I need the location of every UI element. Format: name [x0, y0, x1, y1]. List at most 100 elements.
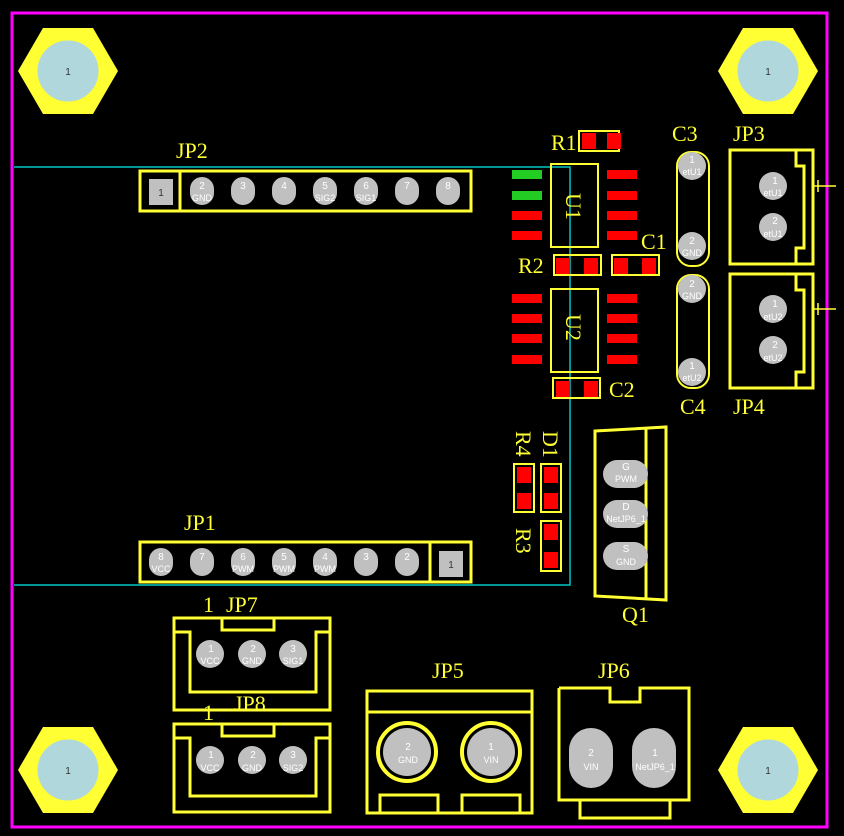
connector-jp7[interactable]: 1 JP7 1 VCC 2 GND 3 SIG1 [172, 592, 332, 712]
svg-text:SIG2: SIG2 [283, 763, 304, 773]
svg-text:GND: GND [242, 763, 263, 773]
svg-text:2: 2 [588, 748, 594, 759]
svg-text:D1: D1 [538, 431, 563, 458]
mounting-hole-top-right[interactable]: 1 [718, 28, 818, 114]
pin-pad[interactable] [190, 177, 214, 205]
pin-pad[interactable] [231, 177, 255, 205]
svg-text:1: 1 [208, 750, 214, 761]
connector-jp5[interactable]: JP5 2 GND 1 VIN [365, 658, 534, 815]
pin-net: PWM [273, 564, 295, 574]
svg-text:1: 1 [208, 644, 214, 655]
svg-text:C2: C2 [609, 377, 635, 402]
pin-net: GND [192, 193, 213, 203]
pin-pad[interactable] [436, 177, 460, 205]
pin-number: 8 [158, 552, 164, 563]
pin-number: 7 [404, 181, 410, 192]
resistor-r4[interactable]: R4 [511, 431, 536, 513]
pin-pad[interactable] [395, 177, 419, 205]
svg-text:JP5: JP5 [432, 658, 464, 683]
svg-text:1: 1 [772, 299, 778, 310]
svg-text:R3: R3 [511, 528, 536, 554]
svg-text:G: G [622, 462, 630, 473]
ref-jp2: JP2 [176, 138, 208, 163]
mounting-hole-label: 1 [65, 67, 71, 78]
pin-pad[interactable] [395, 548, 419, 576]
resistor-r3[interactable]: R3 [511, 520, 562, 572]
pin-pad[interactable] [313, 548, 337, 576]
resistor-r1[interactable]: R1 [551, 130, 621, 155]
pin-pad[interactable] [313, 177, 337, 205]
svg-text:NetJP6_1: NetJP6_1 [635, 762, 675, 772]
svg-text:2: 2 [250, 644, 256, 655]
svg-text:R4: R4 [511, 431, 536, 457]
connector-jp4[interactable]: JP4 1 etU2 2 etU2 [728, 272, 836, 419]
ic-u2[interactable]: U2 [512, 288, 637, 373]
pin-pad[interactable] [272, 177, 296, 205]
pin-number: 6 [363, 181, 369, 192]
svg-text:VCC: VCC [200, 656, 220, 666]
diode-d1[interactable]: D1 [538, 431, 563, 513]
capacitor-c4[interactable]: C4 2 GND 1 etU2 [676, 274, 710, 419]
svg-text:1: 1 [158, 188, 164, 199]
svg-text:GND: GND [242, 656, 263, 666]
capacitor-c1[interactable]: C1 [611, 229, 667, 276]
svg-text:JP4: JP4 [733, 394, 765, 419]
svg-text:D: D [622, 502, 629, 513]
pin-number: 3 [363, 552, 369, 563]
svg-text:etU2: etU2 [763, 312, 782, 322]
svg-text:1: 1 [689, 361, 695, 372]
mounting-hole-bottom-left[interactable]: 1 [18, 727, 118, 813]
svg-text:etU1: etU1 [682, 167, 701, 177]
connector-jp3[interactable]: JP3 1 etU1 2 etU1 [728, 121, 836, 266]
svg-text:2: 2 [405, 742, 411, 753]
svg-text:VIN: VIN [483, 755, 498, 765]
traces [14, 166, 571, 586]
transistor-q1[interactable]: Q1 G PWM D NetJP6_1 S GND [593, 425, 668, 627]
svg-text:SIG1: SIG1 [283, 656, 304, 666]
pin-pad[interactable] [149, 548, 173, 576]
svg-text:JP6: JP6 [598, 658, 630, 683]
pin-net: SIG2 [315, 193, 336, 203]
pin-number: 3 [240, 181, 246, 192]
svg-text:1: 1 [203, 700, 214, 725]
pin-number: 5 [322, 181, 328, 192]
pin-pad[interactable] [272, 548, 296, 576]
pin-pad[interactable] [231, 548, 255, 576]
svg-text:1: 1 [448, 560, 454, 571]
svg-text:GND: GND [682, 291, 703, 301]
mounting-hole-top-left[interactable]: 1 [18, 28, 118, 114]
connector-jp8[interactable]: 1 JP8 1 VCC 2 GND 3 SIG2 [172, 691, 332, 814]
svg-text:GND: GND [398, 755, 419, 765]
connector-jp6[interactable]: JP6 2 VIN 1 NetJP6_1 [557, 658, 691, 820]
svg-text:VIN: VIN [583, 762, 598, 772]
mounting-hole-label: 1 [765, 67, 771, 78]
pin-pad[interactable] [354, 548, 378, 576]
svg-text:2: 2 [689, 236, 695, 247]
svg-text:etU1: etU1 [763, 188, 782, 198]
capacitor-c3[interactable]: C3 1 etU1 2 GND [672, 121, 710, 267]
pin-number: 7 [199, 552, 205, 563]
svg-text:Q1: Q1 [622, 602, 649, 627]
svg-text:U2: U2 [561, 314, 586, 341]
resistor-r2[interactable]: R2 [518, 253, 602, 278]
svg-text:1: 1 [488, 742, 494, 753]
svg-text:C3: C3 [672, 121, 698, 146]
capacitor-c2[interactable]: C2 [552, 377, 635, 402]
pin-net: VCC [151, 564, 171, 574]
ref-jp1: JP1 [184, 510, 216, 535]
svg-text:JP7: JP7 [226, 592, 258, 617]
mounting-hole-bottom-right[interactable]: 1 [718, 727, 818, 813]
pin-net: PWM [232, 564, 254, 574]
pin-net: SIG1 [356, 193, 377, 203]
svg-text:1: 1 [772, 176, 778, 187]
svg-text:2: 2 [772, 340, 778, 351]
pin-number: 8 [445, 181, 451, 192]
pin-pad[interactable] [190, 548, 214, 576]
svg-text:3: 3 [290, 750, 296, 761]
mounting-hole-label: 1 [65, 766, 71, 777]
pin-pad[interactable] [354, 177, 378, 205]
ic-u1[interactable]: U1 [512, 163, 637, 248]
